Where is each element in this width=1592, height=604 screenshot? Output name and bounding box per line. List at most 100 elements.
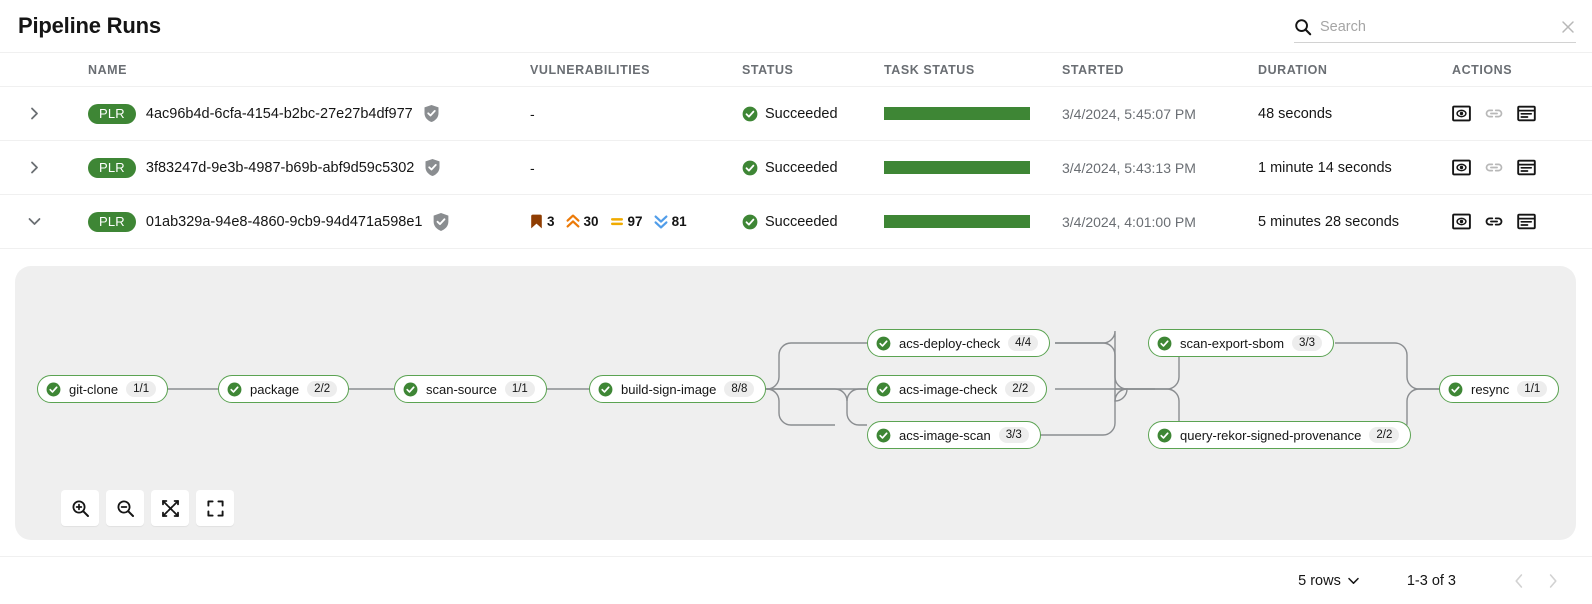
node-count-badge: 3/3 — [1292, 335, 1323, 351]
node-count-badge: 1/1 — [1517, 381, 1548, 397]
rows-per-page-select[interactable]: 5 rows — [1298, 573, 1359, 589]
severity-important-icon — [566, 214, 580, 229]
chevron-down-icon[interactable] — [22, 210, 46, 234]
column-header-toggle — [0, 52, 88, 87]
node-success-icon — [1157, 336, 1172, 351]
view-icon[interactable] — [1452, 104, 1471, 123]
row-actions-cell — [1452, 86, 1592, 141]
fullscreen-icon[interactable] — [196, 490, 234, 526]
column-header-duration: DURATION — [1258, 52, 1452, 87]
graph-node-acs-image-check[interactable]: acs-image-check 2/2 — [867, 375, 1048, 403]
view-icon[interactable] — [1452, 212, 1471, 231]
node-count-badge: 3/3 — [998, 427, 1029, 443]
pagination-prev-button[interactable] — [1502, 573, 1536, 589]
kind-badge: PLR — [88, 157, 136, 178]
zoom-out-icon[interactable] — [106, 490, 144, 526]
graph-node-scan-source[interactable]: scan-source 1/1 — [394, 375, 547, 403]
row-status-cell: Succeeded — [742, 140, 884, 195]
node-success-icon — [1448, 382, 1463, 397]
node-label: build-sign-image — [621, 381, 717, 397]
task-status-bar — [884, 107, 1030, 120]
table-row[interactable]: PLR 01ab329a-94e8-4860-9cb9-94d471a598e1… — [0, 194, 1592, 249]
logs-icon[interactable] — [1517, 212, 1536, 231]
row-status-cell: Succeeded — [742, 194, 884, 249]
row-actions-cell — [1452, 194, 1592, 249]
kind-badge: PLR — [88, 211, 136, 232]
row-duration-cell: 1 minute 14 seconds — [1258, 140, 1452, 195]
node-success-icon — [598, 382, 613, 397]
column-header-started: STARTED — [1062, 52, 1258, 87]
status-success-icon — [742, 214, 758, 230]
row-toggle-cell[interactable] — [0, 140, 88, 195]
graph-node-git-clone[interactable]: git-clone 1/1 — [37, 375, 169, 403]
node-label: resync — [1471, 381, 1510, 397]
pagination-next-button[interactable] — [1536, 573, 1570, 589]
signed-shield-icon — [423, 104, 440, 123]
pagination-range: 1-3 of 3 — [1406, 572, 1456, 589]
node-label: acs-image-scan — [899, 427, 991, 443]
node-label: acs-deploy-check — [899, 335, 1001, 351]
link-icon[interactable] — [1484, 212, 1504, 232]
graph-node-acs-deploy-check[interactable]: acs-deploy-check 4/4 — [867, 329, 1051, 357]
logs-icon[interactable] — [1517, 158, 1536, 177]
clear-search-icon[interactable] — [1560, 19, 1576, 35]
page-title: Pipeline Runs — [18, 13, 161, 38]
kind-badge: PLR — [88, 103, 136, 124]
pipeline-graph-panel[interactable]: git-clone 1/1 package 2/2 scan-source 1/… — [15, 266, 1576, 540]
search-box[interactable] — [1294, 11, 1576, 43]
column-header-name: NAME — [88, 52, 530, 87]
node-label: scan-export-sbom — [1180, 335, 1285, 351]
severity-low-icon — [654, 214, 668, 229]
search-input[interactable] — [1320, 18, 1552, 35]
vulnerability-important: 30 — [566, 214, 599, 229]
column-header-actions: ACTIONS — [1452, 52, 1592, 87]
graph-node-scan-export-sbom[interactable]: scan-export-sbom 3/3 — [1148, 329, 1335, 357]
row-duration-cell: 5 minutes 28 seconds — [1258, 194, 1452, 249]
search-icon — [1294, 18, 1312, 36]
logs-icon[interactable] — [1517, 104, 1536, 123]
vulnerability-critical: 3 — [530, 214, 555, 229]
graph-node-acs-image-scan[interactable]: acs-image-scan 3/3 — [867, 421, 1041, 449]
view-icon[interactable] — [1452, 158, 1471, 177]
run-name-link[interactable]: 4ac96b4d-6cfa-4154-b2bc-27e27b4df977 — [145, 105, 413, 122]
table-row[interactable]: PLR 3f83247d-9e3b-4987-b69b-abf9d59c5302… — [0, 140, 1592, 195]
row-started-cell: 3/4/2024, 5:43:13 PM — [1062, 140, 1258, 195]
node-success-icon — [46, 382, 61, 397]
row-name-cell: PLR 3f83247d-9e3b-4987-b69b-abf9d59c5302 — [88, 140, 530, 195]
node-success-icon — [876, 336, 891, 351]
table-row[interactable]: PLR 4ac96b4d-6cfa-4154-b2bc-27e27b4df977… — [0, 86, 1592, 141]
row-started-cell: 3/4/2024, 4:01:00 PM — [1062, 194, 1258, 249]
zoom-in-icon[interactable] — [61, 490, 99, 526]
row-toggle-cell[interactable] — [0, 86, 88, 141]
fit-screen-icon[interactable] — [151, 490, 189, 526]
column-header-status: STATUS — [742, 52, 884, 87]
node-success-icon — [876, 428, 891, 443]
run-name-link[interactable]: 01ab329a-94e8-4860-9cb9-94d471a598e1 — [145, 213, 423, 230]
graph-controls — [61, 490, 234, 526]
link-icon[interactable] — [1484, 158, 1504, 178]
chevron-right-icon[interactable] — [22, 102, 46, 126]
signed-shield-icon — [424, 158, 441, 177]
pipeline-runs-table: NAME VULNERABILITIES STATUS TASK STATUS … — [0, 52, 1592, 249]
vulnerability-low: 81 — [654, 214, 687, 229]
pipeline-graph — [154, 330, 1443, 436]
row-task-status-cell — [884, 86, 1062, 141]
link-icon[interactable] — [1484, 104, 1504, 124]
status-success-icon — [742, 106, 758, 122]
row-toggle-cell[interactable] — [0, 194, 88, 249]
row-started-cell: 3/4/2024, 5:45:07 PM — [1062, 86, 1258, 141]
rows-per-page-label: 5 rows — [1298, 572, 1341, 589]
graph-node-package[interactable]: package 2/2 — [218, 375, 350, 403]
chevron-right-icon[interactable] — [22, 156, 46, 180]
node-label: query-rekor-signed-provenance — [1180, 427, 1362, 443]
node-label: acs-image-check — [899, 381, 998, 397]
table-body: PLR 4ac96b4d-6cfa-4154-b2bc-27e27b4df977… — [0, 86, 1592, 249]
chevron-down-icon — [1348, 577, 1359, 585]
graph-node-query-rekor-signed-provenance[interactable]: query-rekor-signed-provenance 2/2 — [1148, 421, 1412, 449]
row-vulnerabilities-cell: - — [530, 86, 742, 141]
run-name-link[interactable]: 3f83247d-9e3b-4987-b69b-abf9d59c5302 — [145, 159, 415, 176]
graph-node-resync[interactable]: resync 1/1 — [1439, 375, 1560, 403]
status-label: Succeeded — [765, 213, 838, 230]
graph-node-build-sign-image[interactable]: build-sign-image 8/8 — [589, 375, 767, 403]
node-label: scan-source — [426, 381, 497, 397]
